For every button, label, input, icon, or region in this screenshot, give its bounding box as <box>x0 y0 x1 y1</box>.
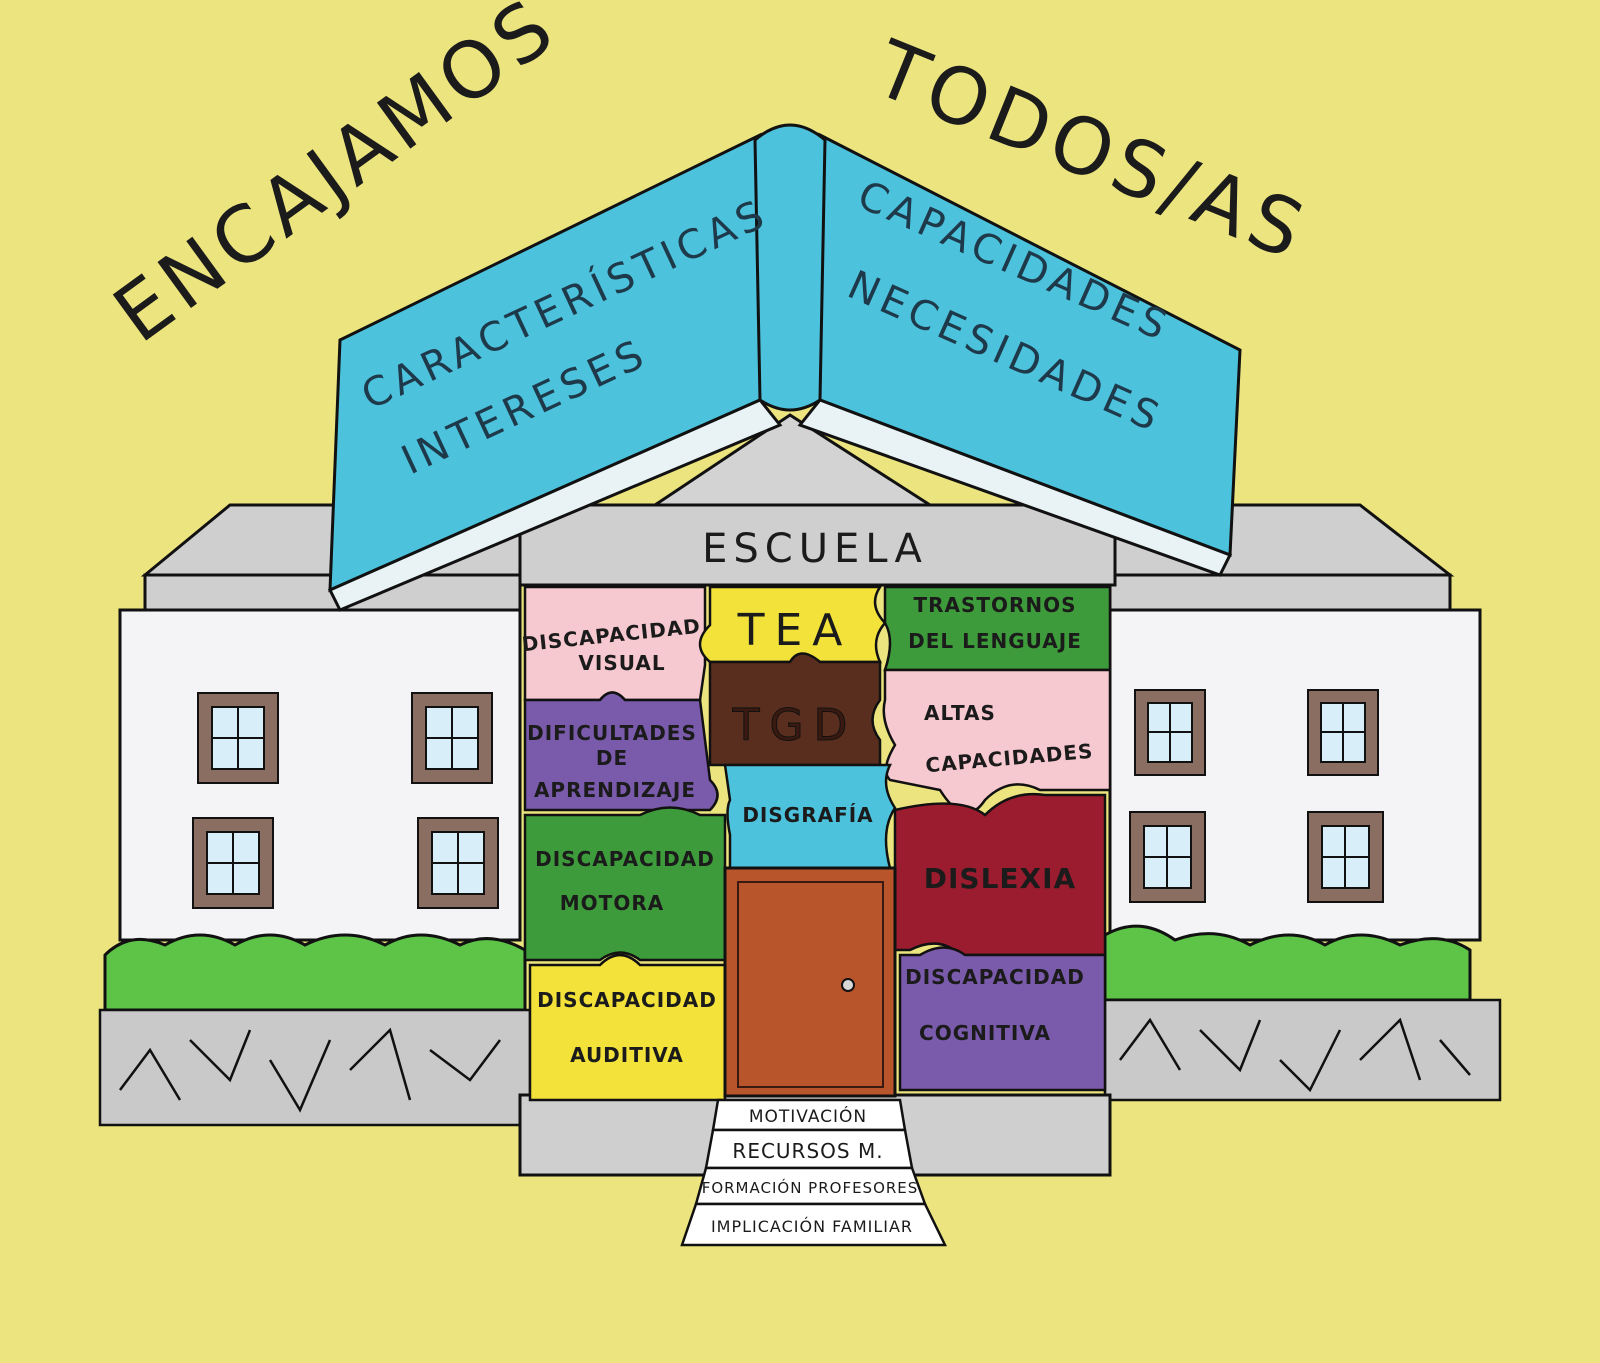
open-book <box>327 123 1242 612</box>
step-implicacion: IMPLICACIÓN FAMILIAR <box>711 1217 913 1236</box>
label-disgrafia: DISGRAFÍA <box>742 803 873 827</box>
puzzle-wall <box>523 585 1112 1102</box>
label-discapacidad-visual-2: VISUAL <box>578 651 665 675</box>
door-knob <box>841 978 855 992</box>
piece-dislexia <box>893 793 1107 957</box>
steps <box>680 1098 948 1247</box>
window <box>411 692 493 784</box>
piece-discapacidad-cognitiva <box>898 946 1107 1092</box>
label-dificultades-1: DIFICULTADES <box>527 721 697 745</box>
label-cognitiva-1: DISCAPACIDAD <box>905 965 1085 989</box>
windows <box>192 689 1384 909</box>
label-trastornos-1: TRASTORNOS <box>913 593 1076 617</box>
step-formacion: FORMACIÓN PROFESORES <box>702 1178 919 1197</box>
step-recursos: RECURSOS M. <box>732 1139 883 1163</box>
piece-disgrafia <box>723 763 897 870</box>
label-dificultades-3: APRENDIZAJE <box>534 778 696 802</box>
window <box>1307 811 1384 903</box>
piece-tea <box>698 585 887 664</box>
front-door <box>723 866 897 1098</box>
label-motora-2: MOTORA <box>560 891 664 915</box>
stone-walls <box>98 998 1502 1127</box>
window <box>1134 689 1206 776</box>
step-motivacion: MOTIVACIÓN <box>749 1105 867 1127</box>
bushes <box>103 924 1472 1012</box>
label-tea: TEA <box>737 605 853 656</box>
label-auditiva-2: AUDITIVA <box>570 1043 684 1067</box>
label-trastornos-2: DEL LENGUAJE <box>908 629 1082 653</box>
piece-tgd <box>708 652 882 767</box>
school-name: ESCUELA <box>702 526 928 572</box>
label-cognitiva-2: COGNITIVA <box>919 1021 1051 1045</box>
window <box>1129 811 1206 903</box>
piece-dificultades-aprendizaje <box>523 691 719 812</box>
piece-discapacidad-motora <box>523 806 727 962</box>
label-dificultades-2: DE <box>596 746 628 770</box>
label-altas-1: ALTAS <box>924 701 996 725</box>
label-auditiva-1: DISCAPACIDAD <box>537 988 717 1012</box>
piece-discapacidad-auditiva <box>528 953 727 1102</box>
label-motora-1: DISCAPACIDAD <box>535 847 715 871</box>
window <box>417 817 499 909</box>
window <box>192 817 274 909</box>
window <box>197 692 279 784</box>
piece-altas-capacidades <box>882 668 1112 815</box>
label-tgd: TGD <box>732 700 858 751</box>
window <box>1307 689 1379 776</box>
central-body <box>518 413 1117 1177</box>
label-dislexia: DISLEXIA <box>924 862 1076 895</box>
